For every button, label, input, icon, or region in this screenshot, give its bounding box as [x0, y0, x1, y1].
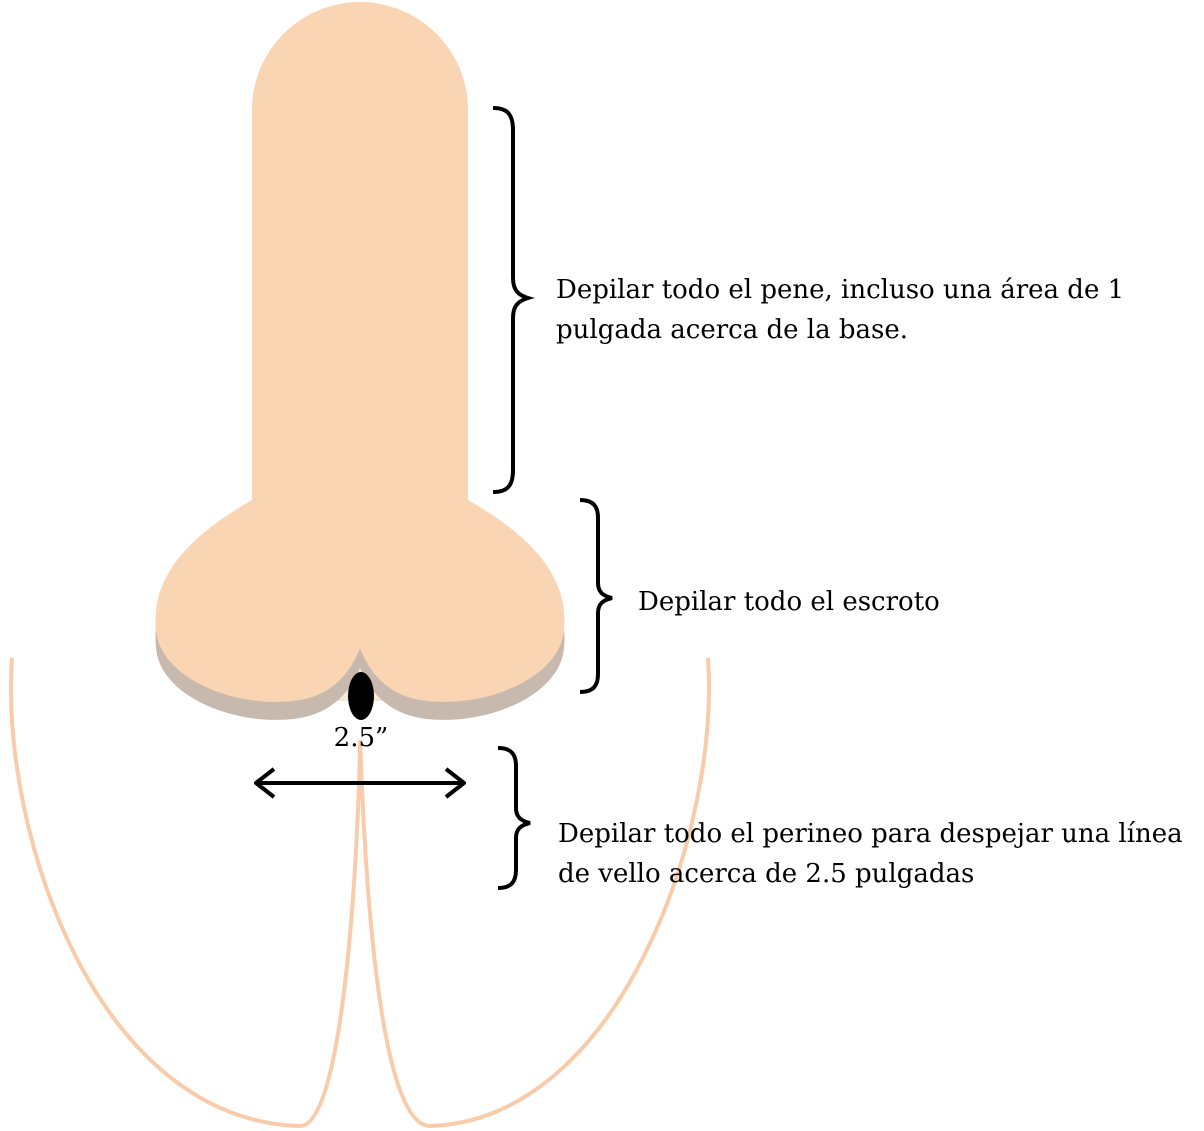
right-buttock-outline: [358, 657, 711, 1129]
measurement-label: 2.5”: [334, 723, 389, 753]
left-buttock-outline: [9, 657, 362, 1129]
perineum-label-line1: Depilar todo el perineo para despejar un…: [558, 819, 1183, 849]
penis-brace: [492, 106, 535, 494]
perineum-label-line2: de vello acerca de 2.5 pulgadas: [558, 859, 974, 889]
shaft: [252, 2, 468, 520]
anus: [348, 672, 374, 720]
scrotum-brace: [579, 498, 613, 694]
measurement-arrowhead-left: [254, 767, 276, 799]
penis-label-line2: pulgada acerca de la base.: [556, 315, 908, 345]
measurement-arrowhead-right: [444, 767, 466, 799]
penis-label-line1: Depilar todo el pene, incluso una área d…: [556, 275, 1124, 305]
scrotum: [155, 500, 565, 702]
perineum-brace-path: [497, 746, 531, 890]
scrotum-label-line1: Depilar todo el escroto: [638, 587, 940, 617]
